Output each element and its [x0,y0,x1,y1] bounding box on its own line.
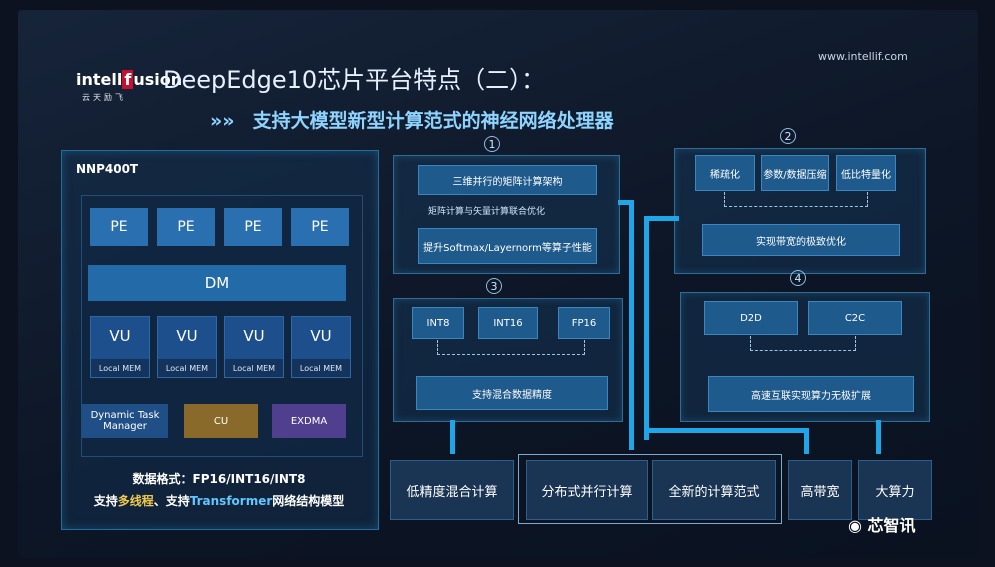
connector-line [629,200,634,450]
low-bit-box: 低比特量化 [836,155,896,191]
int16-box: INT16 [478,307,538,339]
dynamic-task-manager-block: Dynamic Task Manager [82,404,168,438]
joint-optimization-text: 矩阵计算与矢量计算联合优化 [428,207,546,217]
connector-line [450,420,455,454]
c2c-box: C2C [808,301,902,335]
pe-block: PE [157,208,215,246]
mixed-precision-box: 支持混合数据精度 [416,376,608,410]
data-format-text: 数据格式：FP16/INT16/INT8 [132,472,306,486]
feature-number-1: 1 [484,136,500,152]
local-mem-label: Local MEM [292,359,350,377]
nnp400t-label: NNP400T [76,162,139,176]
outcome-new-paradigm: 全新的计算范式 [652,460,776,520]
slide-subtitle: »»支持大模型新型计算范式的神经网络处理器 [210,110,614,132]
connector-line [649,216,679,221]
connector-line [618,200,634,205]
connector-line [876,420,881,454]
logo-chinese-text: 云天励飞 [82,93,126,102]
pe-block: PE [291,208,349,246]
d2d-box: D2D [704,301,798,335]
local-mem-label: Local MEM [225,359,283,377]
connector [437,340,585,355]
connector-line [649,428,809,433]
connector-line [804,428,809,454]
fp16-box: FP16 [558,307,610,339]
softmax-box: 提升Softmax/Layernorm等算子性能 [418,228,597,264]
feature-number-2: 2 [780,128,796,144]
outcome-low-precision: 低精度混合计算 [390,460,514,520]
matrix-arch-box: 三维并行的矩阵计算架构 [418,165,597,195]
interconnect-box: 高速互联实现算力无极扩展 [708,376,914,412]
support-text: 支持多线程、支持Transformer网络结构模型 [93,494,345,508]
connector-line [644,216,649,440]
int8-box: INT8 [412,307,464,339]
feature-number-3: 3 [486,278,502,294]
connector [750,336,856,351]
wechat-icon: ◉ [848,516,868,535]
feature-number-4: 4 [790,270,806,286]
bandwidth-opt-box: 实现带宽的极致优化 [702,224,900,256]
dm-block: DM [88,265,346,301]
sparsity-box: 稀疏化 [695,155,755,191]
company-url: www.intellif.com [818,50,908,63]
slide-title: DeepEdge10芯片平台特点（二）： [163,66,546,94]
local-mem-label: Local MEM [158,359,216,377]
connector [724,192,868,207]
outcome-distributed: 分布式并行计算 [526,460,648,520]
local-mem-label: Local MEM [91,359,149,377]
pe-block: PE [224,208,282,246]
pe-block: PE [90,208,148,246]
wechat-watermark: ◉ 芯智讯 [848,516,916,535]
exdma-block: EXDMA [272,404,346,438]
outcome-compute-power: 大算力 [858,460,932,520]
chevrons-icon: »» [210,110,235,132]
compression-box: 参数/数据压缩 [761,155,829,191]
cu-block: CU [184,404,258,438]
outcome-high-bandwidth: 高带宽 [788,460,852,520]
outcome-group [518,454,782,524]
